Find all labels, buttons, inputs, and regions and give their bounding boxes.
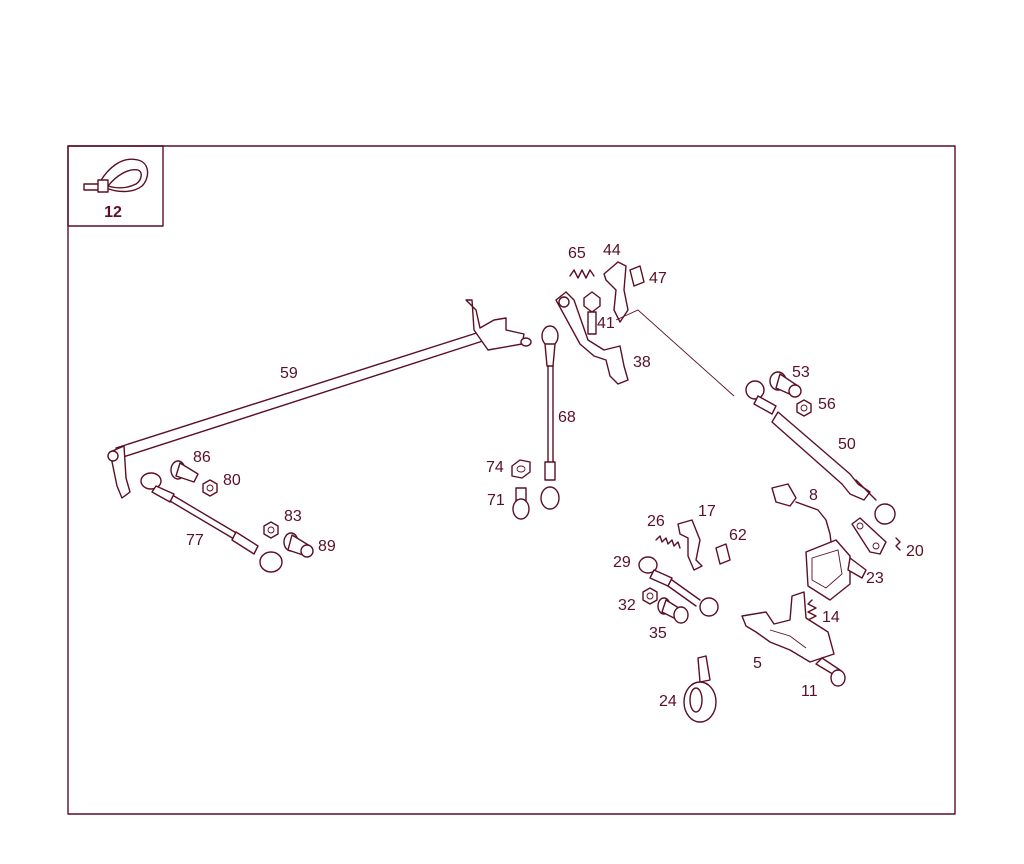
part-20-clip <box>895 537 901 551</box>
label-35: 35 <box>649 625 667 642</box>
part-89-bolt <box>283 532 314 558</box>
part-26-screw <box>655 535 681 549</box>
part-5-bracket <box>741 591 835 663</box>
cable-tie-icon <box>83 158 149 193</box>
label-23: 23 <box>866 570 884 587</box>
part-56-nut <box>796 399 812 417</box>
part-23-link <box>851 517 887 555</box>
part-53-bolt <box>769 371 802 398</box>
label-41: 41 <box>597 315 615 332</box>
part-62-clip <box>715 543 731 565</box>
part-labels: 65 44 47 41 38 59 53 56 68 50 86 80 74 7… <box>186 242 924 710</box>
label-62: 62 <box>729 527 747 544</box>
label-86: 86 <box>193 449 211 466</box>
label-20: 20 <box>906 543 924 560</box>
part-83-nut <box>263 521 279 539</box>
part-38-lever <box>555 291 629 385</box>
inset-label: 12 <box>104 204 122 221</box>
part-65-spring <box>569 269 595 279</box>
label-8: 8 <box>809 487 818 504</box>
part-74-nut <box>511 459 531 479</box>
part-11-bolt <box>815 657 846 687</box>
part-86-bolt <box>170 460 199 483</box>
part-80-nut <box>202 479 218 497</box>
label-29: 29 <box>613 554 631 571</box>
part-29-linkage <box>638 556 719 617</box>
part-68-rod <box>540 325 560 510</box>
part-8-level-sensor <box>771 483 867 601</box>
label-50: 50 <box>838 436 856 453</box>
label-65: 65 <box>568 245 586 262</box>
inset-box: 12 <box>67 145 164 227</box>
part-50-linkage <box>615 309 896 525</box>
part-47-clip <box>629 265 645 287</box>
part-32-nut <box>642 587 658 605</box>
part-41-bolt <box>583 291 601 335</box>
label-83: 83 <box>284 508 302 525</box>
label-53: 53 <box>792 364 810 381</box>
label-17: 17 <box>698 503 716 520</box>
part-77-linkage <box>140 472 283 573</box>
part-44-bracket <box>603 261 629 323</box>
label-11: 11 <box>801 683 818 700</box>
label-71: 71 <box>487 492 505 509</box>
label-68: 68 <box>558 409 576 426</box>
part-24-bushing <box>683 655 717 723</box>
label-77: 77 <box>186 532 204 549</box>
label-89: 89 <box>318 538 336 555</box>
label-26: 26 <box>647 513 665 530</box>
label-74: 74 <box>486 459 504 476</box>
part-71-ball-stud <box>512 487 530 520</box>
label-14: 14 <box>822 609 840 626</box>
label-80: 80 <box>223 472 241 489</box>
label-38: 38 <box>633 354 651 371</box>
label-5: 5 <box>753 655 762 672</box>
part-35-bolt <box>657 597 689 624</box>
label-44: 44 <box>603 242 621 259</box>
label-32: 32 <box>618 597 636 614</box>
label-56: 56 <box>818 396 836 413</box>
label-24: 24 <box>659 693 677 710</box>
diagram-frame <box>67 145 956 815</box>
label-59: 59 <box>280 365 298 382</box>
label-47: 47 <box>649 270 667 287</box>
part-17-bracket <box>677 519 703 571</box>
part-59-shaft <box>107 299 532 499</box>
